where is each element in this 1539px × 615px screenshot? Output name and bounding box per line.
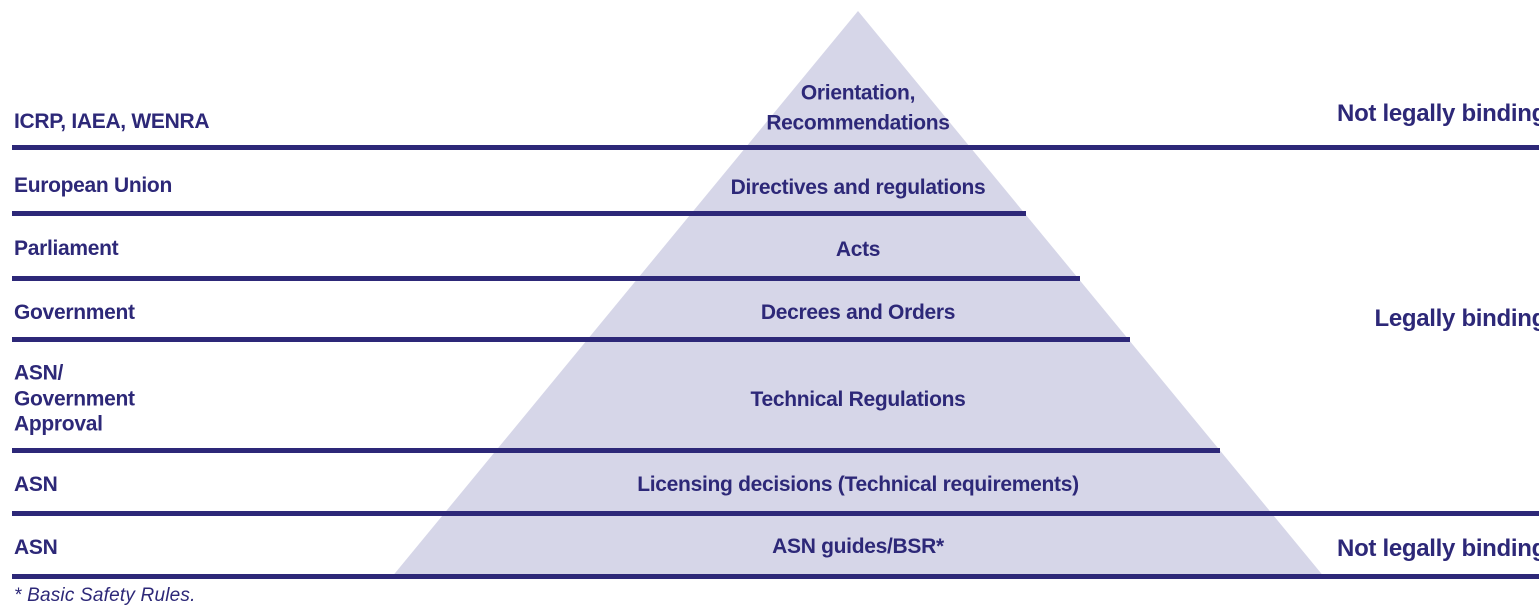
level-label-licensing-decisions: Licensing decisions (Technical requireme… <box>637 472 1079 496</box>
binding-label-legally-binding: Legally binding <box>1374 305 1539 332</box>
level-label-decrees-and-orders: Decrees and Orders <box>760 300 956 324</box>
binding-label-bottom-not-legally-binding: Not legally binding <box>1337 535 1539 562</box>
source-label-parliament: Parliament <box>14 237 119 261</box>
source-label-asn-2: ASN <box>14 536 58 560</box>
pyramid-triangle <box>391 11 1325 578</box>
divider-line-6 <box>12 511 1539 516</box>
source-label-icrp-iaea-wenra: ICRP, IAEA, WENRA <box>14 110 210 134</box>
level-label-acts: Acts <box>835 237 881 261</box>
source-label-european-union: European Union <box>14 174 172 198</box>
source-label-asn-government-approval: ASN/ Government Approval <box>14 361 135 436</box>
divider-line-1 <box>12 145 1539 150</box>
divider-line-4 <box>12 337 1130 342</box>
divider-line-3 <box>12 276 1080 281</box>
source-label-government: Government <box>14 301 135 325</box>
divider-line-7 <box>12 574 1539 579</box>
footnote-basic-safety-rules: * Basic Safety Rules. <box>14 585 196 606</box>
binding-label-top-not-legally-binding: Not legally binding <box>1337 100 1539 127</box>
divider-line-2 <box>12 211 1026 216</box>
source-label-asn-1: ASN <box>14 473 58 497</box>
divider-line-5 <box>12 448 1220 453</box>
level-label-directives-and-regulations: Directives and regulations <box>730 175 986 199</box>
level-label-orientation-recommendations: Orientation, Recommendations <box>766 81 950 135</box>
level-label-technical-regulations: Technical Regulations <box>750 387 966 411</box>
level-label-asn-guides-bsr: ASN guides/BSR* <box>772 534 944 558</box>
